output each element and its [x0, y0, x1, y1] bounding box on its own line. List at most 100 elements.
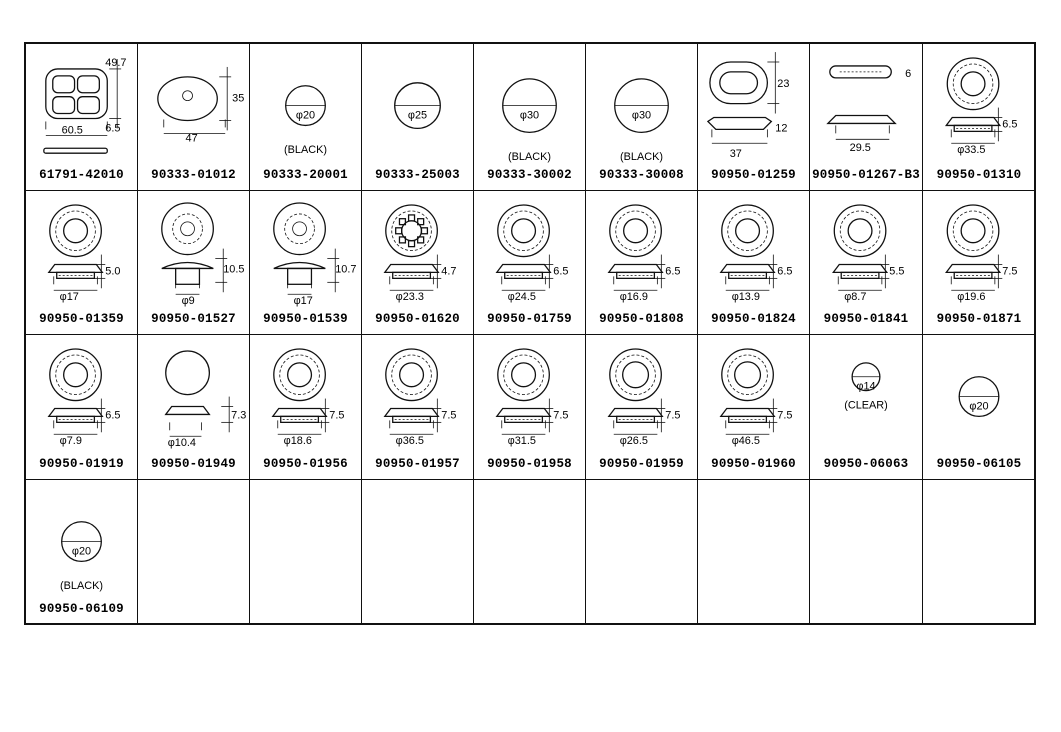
dimension-label: 60.5 — [62, 124, 83, 136]
empty-cell — [138, 480, 250, 625]
part-drawing: φ14(CLEAR) — [844, 362, 888, 411]
dimension-label: 29.5 — [850, 142, 871, 154]
dimension-label: 6.5 — [1002, 118, 1017, 130]
part-cell: φ30(BLACK) 90333-30008 — [586, 44, 698, 191]
part-drawing: 7.5 φ36.5 — [383, 348, 456, 447]
empty-cell — [698, 480, 810, 625]
dimension-label: 37 — [730, 148, 742, 160]
dimension-label: φ19.6 — [957, 291, 985, 303]
dimension-label: 7.5 — [329, 409, 344, 421]
part-number: 90333-01012 — [151, 168, 236, 182]
part-number: 90333-30002 — [487, 168, 572, 182]
part-drawing: 7.5 φ19.6 — [945, 204, 1017, 303]
dimension-label: φ36.5 — [396, 435, 424, 447]
empty-cell — [474, 480, 586, 625]
dimension-label: φ33.5 — [957, 144, 985, 156]
color-note: (BLACK) — [508, 151, 551, 163]
part-number: 90950-01759 — [487, 312, 572, 326]
dimension-label: φ20 — [969, 400, 988, 412]
dimension-label: 35 — [232, 93, 244, 105]
empty-cell — [923, 480, 1036, 625]
dimension-label: 23 — [777, 78, 789, 90]
dimension-label: 10.5 — [223, 263, 244, 275]
dimension-label: 5.0 — [105, 265, 120, 277]
dimension-label: φ10.4 — [168, 437, 196, 449]
part-number: 90950-01259 — [711, 168, 796, 182]
dimension-label: φ17 — [60, 291, 79, 303]
dimension-label: 7.5 — [1002, 265, 1017, 277]
part-number: 90950-01919 — [39, 457, 124, 471]
dimension-label: 7.5 — [665, 409, 680, 421]
part-cell: 10.5 φ9 90950-01527 — [138, 191, 250, 335]
color-note: (CLEAR) — [844, 399, 888, 411]
dimension-label: φ30 — [632, 109, 651, 121]
dimension-label: 7.5 — [441, 409, 456, 421]
part-number: 90950-01527 — [151, 312, 236, 326]
part-drawing: φ30 (BLACK) — [502, 78, 557, 163]
dimension-label: 49.7 — [105, 57, 126, 69]
part-number: 90950-01824 — [711, 312, 796, 326]
part-cell: φ30 (BLACK) 90333-30002 — [474, 44, 586, 191]
part-number: 90950-01959 — [599, 457, 684, 471]
part-drawing: φ30(BLACK) — [614, 78, 669, 163]
part-cell: 7.5 φ46.5 90950-01960 — [698, 335, 810, 480]
part-number: 90950-01808 — [599, 312, 684, 326]
part-drawing: φ20 — [958, 376, 1000, 418]
dimension-label: φ26.5 — [620, 435, 648, 447]
dimension-label: φ24.5 — [508, 291, 536, 303]
dimension-label: φ16.9 — [620, 291, 648, 303]
empty-cell — [362, 480, 474, 625]
part-cell: 5.0 φ17 90950-01359 — [26, 191, 138, 335]
part-cell: 6.5 φ13.9 90950-01824 — [698, 191, 810, 335]
dimension-label: 12 — [775, 122, 787, 134]
dimension-label: φ20 — [296, 109, 315, 121]
part-drawing: 7.5 φ26.5 — [607, 348, 680, 447]
empty-cell — [250, 480, 362, 625]
dimension-label: φ13.9 — [732, 291, 760, 303]
part-number: 90333-30008 — [599, 168, 684, 182]
dimension-label: φ46.5 — [732, 435, 760, 447]
dimension-label: 6.5 — [665, 265, 680, 277]
dimension-label: 7.5 — [777, 409, 792, 421]
part-number: 61791-42010 — [39, 168, 124, 182]
part-cell: 7.5 φ19.6 90950-01871 — [923, 191, 1036, 335]
dimension-label: 6.5 — [777, 265, 792, 277]
part-number: 90950-01267-B3 — [812, 168, 920, 182]
part-number: 90950-01359 — [39, 312, 124, 326]
dimension-label: φ20 — [72, 545, 91, 557]
dimension-label: φ30 — [520, 109, 539, 121]
empty-cell — [810, 480, 923, 625]
part-number: 90950-01956 — [263, 457, 348, 471]
dimension-label: 7.5 — [553, 409, 568, 421]
dimension-label: φ25 — [408, 109, 427, 121]
part-number: 90950-01539 — [263, 312, 348, 326]
part-cell: 23 12 37 90950-01259 — [698, 44, 810, 191]
dimension-label: φ9 — [182, 295, 195, 307]
part-drawing: 7.5 φ46.5 — [719, 348, 792, 447]
part-drawing: 23 12 37 — [706, 52, 789, 160]
part-number: 90333-25003 — [375, 168, 460, 182]
part-number: 90950-01960 — [711, 457, 796, 471]
part-drawing: φ25 — [394, 82, 441, 130]
part-number: 90950-01958 — [487, 457, 572, 471]
part-cell: φ20(BLACK)90950-06109 — [26, 480, 138, 625]
part-number: 90950-01871 — [936, 312, 1022, 326]
part-number: 90950-01620 — [375, 312, 460, 326]
dimension-label: φ8.7 — [844, 291, 866, 303]
part-number: 90950-01841 — [823, 312, 909, 326]
dimension-label: φ17 — [294, 295, 313, 307]
